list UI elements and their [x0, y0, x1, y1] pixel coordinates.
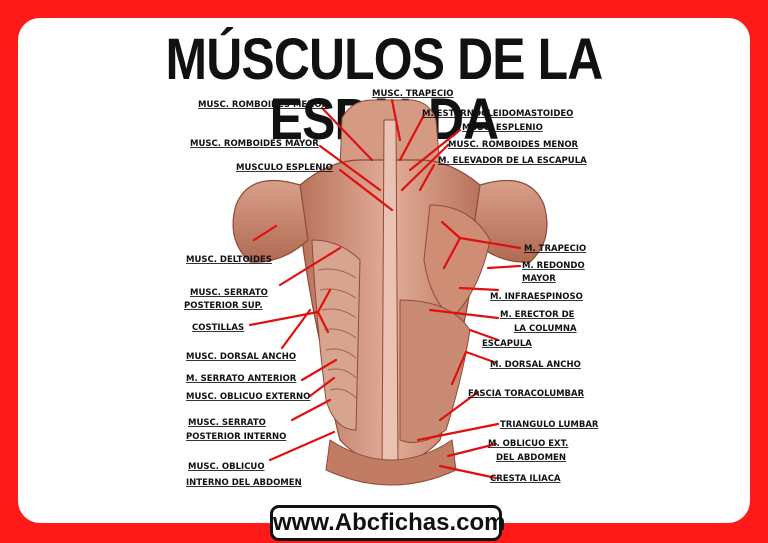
label-serrato-post-sup-2: POSTERIOR SUP. — [184, 301, 263, 311]
label-serrato-post-sup-1: MUSC. SERRATO — [190, 288, 268, 298]
torso-illustration — [232, 99, 548, 486]
right-latissimus-shape — [399, 299, 471, 443]
label-trapecio-top: MUSC. TRAPECIO — [372, 89, 454, 99]
right-labels: MUSC. TRAPECIO M. ESTERNOCLEIDOMASTOIDEO… — [372, 89, 599, 484]
label-triangulo: TRIANGULO LUMBAR — [500, 420, 599, 430]
label-romboides-menor-left: MUSC. ROMBOIDES MENOR — [198, 100, 329, 110]
spine-shape — [381, 119, 399, 471]
label-esplenio: MUSC. ESPLENIO — [462, 123, 543, 133]
label-oblicuo-ext-1: M. OBLICUO EXT. — [488, 439, 568, 449]
label-erector-1: M. ERECTOR DE — [500, 310, 575, 320]
label-serrato-post-int-1: MUSC. SERRATO — [188, 418, 266, 428]
label-oblicuo-interno-2: INTERNO DEL ABDOMEN — [186, 478, 302, 488]
label-serrato-post-int-2: POSTERIOR INTERNO — [186, 432, 286, 442]
label-costillas: COSTILLAS — [192, 323, 244, 333]
left-ribs-shape — [311, 239, 361, 431]
label-redondo-mayor-2: MAYOR — [522, 274, 556, 284]
leader-lines — [248, 98, 522, 480]
label-romboides-menor-right: MUSC. ROMBOIDES MENOR — [448, 140, 579, 150]
label-musculo-esplenio: MUSCULO ESPLENIO — [236, 163, 333, 173]
label-erector-2: LA COLUMNA — [514, 324, 577, 334]
label-trapecio: M. TRAPECIO — [524, 244, 586, 254]
label-cresta: CRESTA ILIACA — [490, 474, 561, 484]
website-url[interactable]: www.Abcfichas.com — [270, 505, 506, 541]
label-oblicuo-ext-2: DEL ABDOMEN — [496, 453, 566, 463]
label-elevador-escapula: M. ELEVADOR DE LA ESCAPULA — [438, 156, 587, 166]
label-romboides-mayor: MUSC. ROMBOIDES MAYOR — [190, 139, 319, 149]
label-dorsal-ancho-right: M. DORSAL ANCHO — [490, 360, 581, 370]
label-esternocleidomastoideo: M. ESTERNOCLEIDOMASTOIDEO — [422, 109, 573, 119]
poster-title: MÚSCULOS DE LA ESPALDA — [165, 27, 604, 150]
label-serrato-anterior: M. SERRATO ANTERIOR — [186, 374, 297, 384]
left-labels: MUSC. ROMBOIDES MENOR MUSC. ROMBOIDES MA… — [184, 100, 333, 488]
label-infraespinoso: M. INFRAESPINOSO — [490, 292, 583, 302]
left-deltoid-shape — [232, 179, 309, 263]
label-redondo-mayor-1: M. REDONDO — [522, 261, 585, 271]
right-deltoid-shape — [471, 179, 548, 263]
label-deltoides: MUSC. DELTOIDES — [186, 255, 272, 265]
label-fascia: FASCIA TORACOLUMBAR — [468, 389, 585, 399]
label-oblicuo-interno-1: MUSC. OBLICUO — [188, 462, 265, 472]
label-escapula: ESCAPULA — [482, 339, 532, 349]
label-dorsal-ancho-left: MUSC. DORSAL ANCHO — [186, 352, 296, 362]
label-oblicuo-externo: MUSC. OBLICUO EXTERNO — [186, 392, 310, 402]
